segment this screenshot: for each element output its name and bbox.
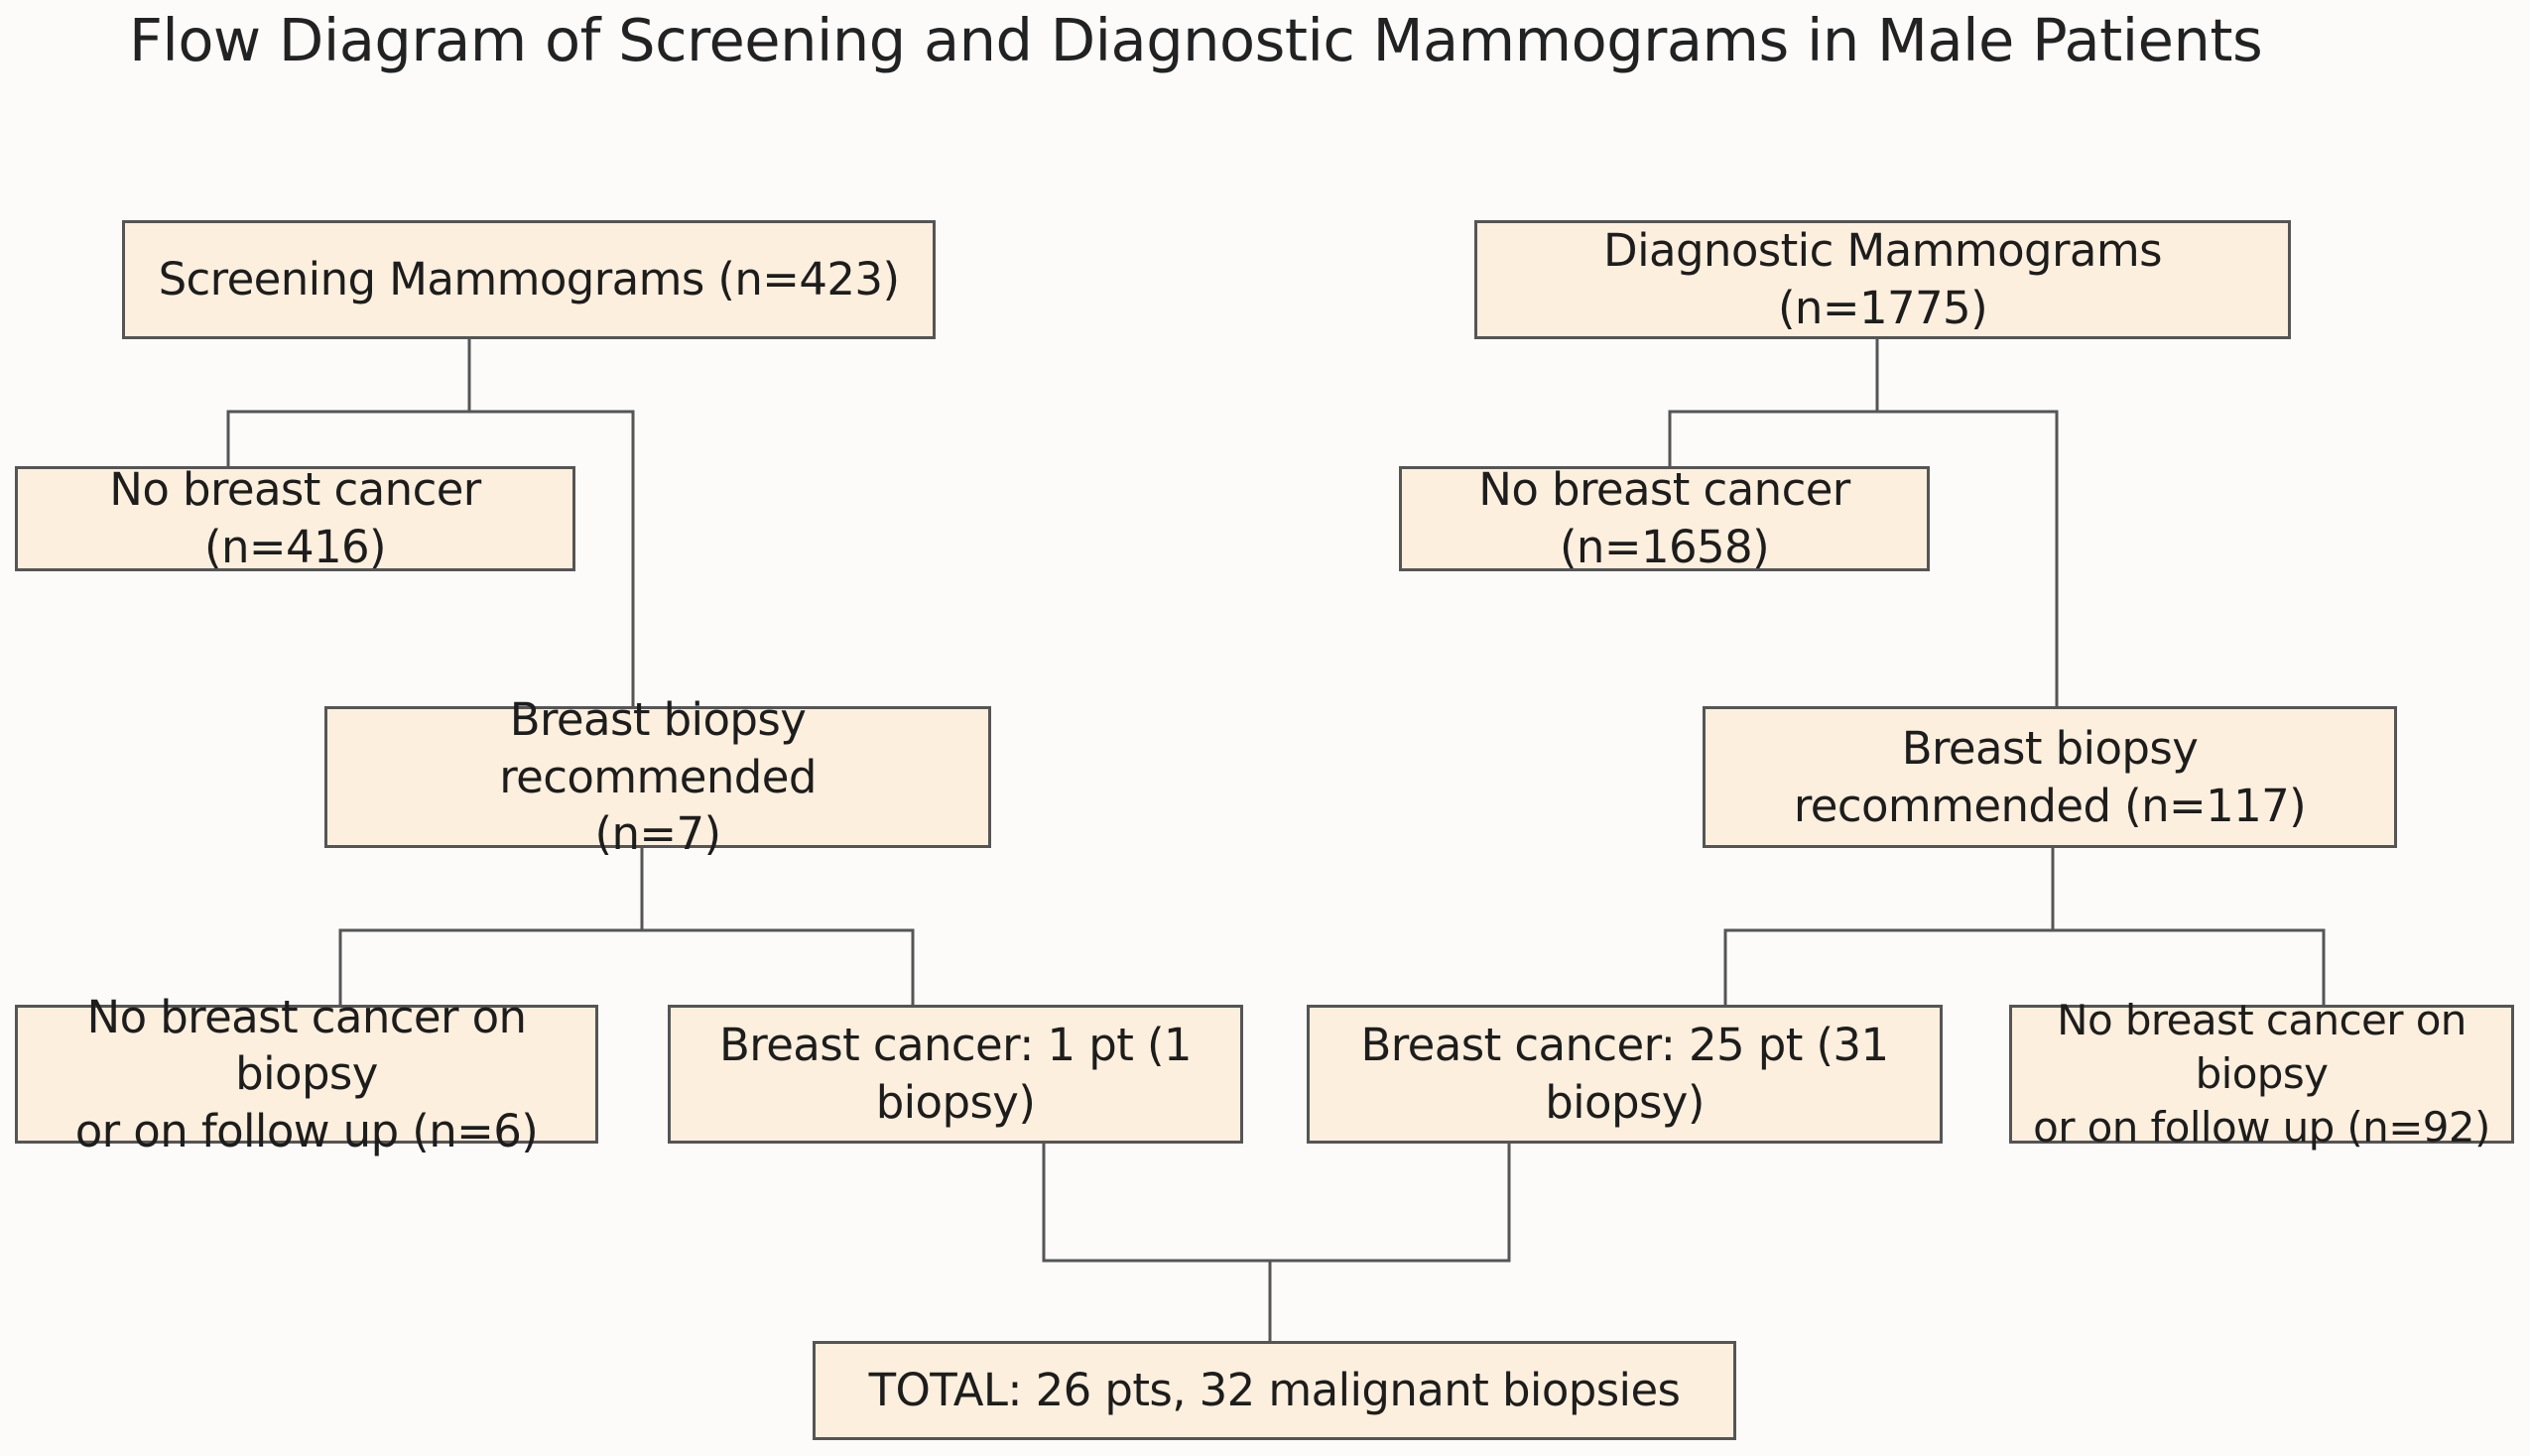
connector-cancer-merge (1042, 1144, 1511, 1263)
total-box: TOTAL: 26 pts, 32 malignant biopsies (813, 1341, 1736, 1440)
screening-mammograms-box: Screening Mammograms (n=423) (122, 220, 936, 339)
diagnostic-biopsy-box: Breast biopsy recommended (n=117) (1703, 706, 2397, 848)
diagram-title: Flow Diagram of Screening and Diagnostic… (129, 6, 2263, 74)
screening-cancer-box: Breast cancer: 1 pt (1 biopsy) (668, 1005, 1243, 1144)
screening-biopsy-negative-box: No breast cancer on biopsy or on follow … (15, 991, 598, 1157)
connector-screening-biopsy-branches (338, 928, 915, 1005)
diagnostic-cancer-box: Breast cancer: 25 pt (31 biopsy) (1307, 1005, 1943, 1144)
screening-biopsy-box: Breast biopsy recommended (n=7) (324, 693, 991, 860)
connector-screening-to-no-cancer (226, 410, 635, 706)
connector-diagnostic-to-no-cancer (1668, 410, 2059, 706)
connector-diagnostic-biopsy-branches (1723, 928, 2326, 1005)
screening-no-cancer-box: No breast cancer (n=416) (15, 463, 575, 573)
diagnostic-biopsy-negative-box: No breast cancer on biopsy or on follow … (2009, 996, 2514, 1152)
diagnostic-no-cancer-box: No breast cancer (n=1658) (1399, 463, 1930, 573)
diagnostic-mammograms-box: Diagnostic Mammograms (n=1775) (1474, 220, 2291, 339)
